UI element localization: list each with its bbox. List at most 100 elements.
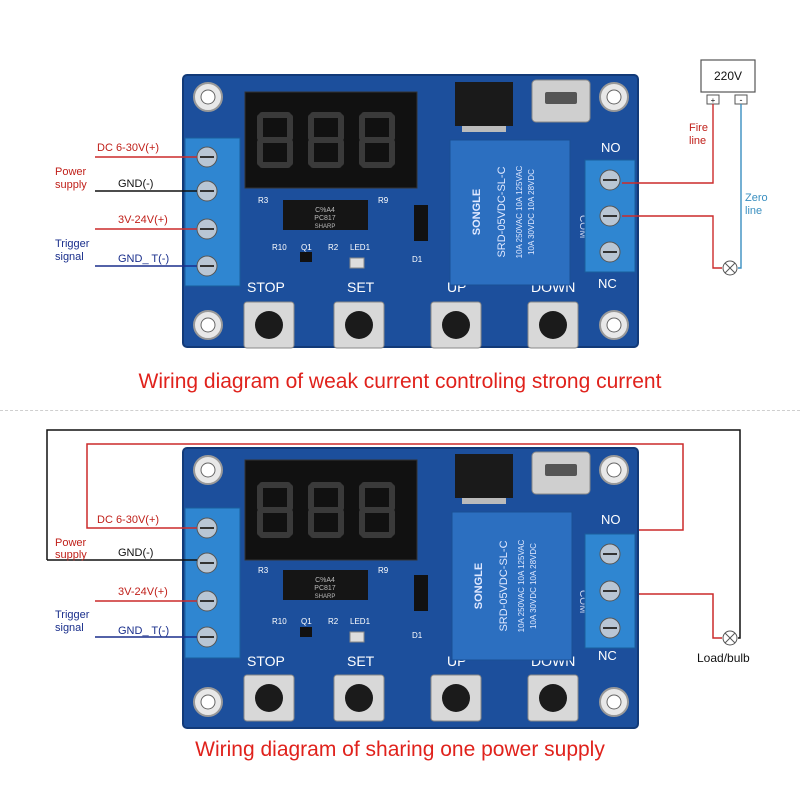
opto-label-2: PC817 bbox=[314, 585, 336, 592]
silk-r9: R9 bbox=[378, 566, 389, 575]
silk-led1: LED1 bbox=[350, 617, 371, 626]
zero-line-label-2: line bbox=[745, 205, 762, 217]
diode bbox=[414, 575, 428, 611]
screw-icon[interactable] bbox=[196, 180, 218, 202]
relay-no-label: NO bbox=[601, 512, 621, 527]
screw-icon[interactable] bbox=[599, 543, 621, 565]
down-button[interactable] bbox=[527, 301, 579, 349]
relay-rating-1: 10A 250VAC 10A 125VAC bbox=[517, 539, 526, 632]
silk-r10: R10 bbox=[272, 617, 287, 626]
input-screw-terminal bbox=[184, 507, 241, 659]
power-supply-label-2: supply bbox=[55, 179, 87, 191]
diagram-shared-power-supply: C%A4 PC817 SHARP R3 R9 R10 Q1 R2 LED1 D1… bbox=[46, 429, 750, 729]
diode bbox=[414, 205, 428, 241]
relay-no-label: NO bbox=[601, 140, 621, 155]
opto-label-1: C%A4 bbox=[315, 577, 335, 584]
relay-brand: SONGLE bbox=[471, 189, 483, 235]
trigger-label-2: signal bbox=[55, 251, 84, 263]
silk-r2: R2 bbox=[328, 617, 339, 626]
up-button[interactable] bbox=[430, 301, 482, 349]
stop-button[interactable] bbox=[243, 301, 295, 349]
screw-icon[interactable] bbox=[599, 205, 621, 227]
input-wires bbox=[95, 156, 197, 267]
relay-model: SRD-05VDC-SL-C bbox=[496, 166, 508, 257]
seven-segment-display bbox=[244, 459, 418, 561]
input-wires bbox=[47, 510, 197, 638]
screw-icon[interactable] bbox=[196, 255, 218, 277]
bulb-icon bbox=[722, 260, 738, 276]
opto-label-3: SHARP bbox=[315, 594, 336, 600]
stop-button[interactable] bbox=[243, 674, 295, 722]
silk-led1: LED1 bbox=[350, 243, 371, 252]
silk-d1: D1 bbox=[412, 255, 423, 264]
screw-icon[interactable] bbox=[599, 169, 621, 191]
silk-r3: R3 bbox=[258, 566, 269, 575]
silk-q1: Q1 bbox=[301, 617, 312, 626]
dc-supply-label: DC 6-30V(+) bbox=[97, 142, 159, 154]
relay-rating-2: 10A 30VDC 10A 28VDC bbox=[529, 543, 538, 629]
zero-line-label-1: Zero bbox=[745, 192, 768, 204]
mains-minus: - bbox=[740, 95, 743, 105]
relay-brand: SONGLE bbox=[473, 563, 485, 609]
transistor-q1 bbox=[300, 627, 312, 637]
seven-segment-display bbox=[244, 91, 418, 189]
micro-usb-port-icon bbox=[531, 451, 591, 495]
silk-d1: D1 bbox=[412, 631, 423, 640]
silk-r9: R9 bbox=[378, 196, 389, 205]
gnd-trigger-label: GND_ T(-) bbox=[118, 625, 169, 637]
screw-icon[interactable] bbox=[196, 146, 218, 168]
set-button[interactable] bbox=[333, 301, 385, 349]
mounting-hole-icon bbox=[193, 82, 223, 112]
screw-icon[interactable] bbox=[196, 517, 218, 539]
optocoupler-chip: C%A4 PC817 SHARP bbox=[283, 200, 368, 230]
relay-com-label: COM bbox=[577, 215, 588, 238]
opto-label-1: C%A4 bbox=[315, 207, 335, 214]
up-button[interactable] bbox=[430, 674, 482, 722]
voltage-regulator bbox=[455, 454, 513, 504]
fire-line-label-2: line bbox=[689, 135, 706, 147]
mains-source: 220V + - bbox=[700, 59, 756, 105]
mounting-hole-icon bbox=[599, 82, 629, 112]
relay-rating-2: 10A 30VDC 10A 28VDC bbox=[527, 169, 536, 255]
gnd-label: GND(-) bbox=[118, 547, 153, 559]
power-supply-label-1: Power bbox=[55, 166, 87, 178]
button-label-set: SET bbox=[347, 653, 375, 669]
button-label-stop: STOP bbox=[247, 653, 285, 669]
mounting-hole-icon bbox=[599, 687, 629, 717]
relay-com-label: COM bbox=[577, 590, 588, 613]
gnd-label: GND(-) bbox=[118, 178, 153, 190]
silk-q1: Q1 bbox=[301, 243, 312, 252]
transistor-q1 bbox=[300, 252, 312, 262]
button-label-stop: STOP bbox=[247, 279, 285, 295]
mounting-hole-icon bbox=[193, 687, 223, 717]
voltage-regulator bbox=[455, 82, 513, 132]
mounting-hole-icon bbox=[599, 310, 629, 340]
screw-icon[interactable] bbox=[196, 626, 218, 648]
trigger-voltage-label: 3V-24V(+) bbox=[118, 214, 168, 226]
pcb-board: C%A4 PC817 SHARP R3 R9 R10 Q1 R2 LED1 D1… bbox=[182, 447, 639, 729]
fire-line-label-1: Fire bbox=[689, 122, 708, 134]
caption-diagram-1: Wiring diagram of weak current controlin… bbox=[138, 370, 662, 393]
shared-supply-wires bbox=[46, 429, 741, 639]
down-button[interactable] bbox=[527, 674, 579, 722]
screw-icon[interactable] bbox=[599, 241, 621, 263]
trigger-label-2: signal bbox=[55, 622, 84, 634]
screw-icon[interactable] bbox=[599, 580, 621, 602]
screw-icon[interactable] bbox=[196, 552, 218, 574]
screw-icon[interactable] bbox=[196, 218, 218, 240]
set-button[interactable] bbox=[333, 674, 385, 722]
relay: SRD-05VDC-SL-C 10A 250VAC 10A 125VAC 10A… bbox=[449, 139, 571, 286]
micro-usb-port-icon bbox=[531, 79, 591, 123]
trigger-voltage-label: 3V-24V(+) bbox=[118, 586, 168, 598]
relay-nc-label: NC bbox=[598, 276, 617, 291]
mains-voltage-label: 220V bbox=[714, 69, 742, 83]
trigger-label-1: Trigger bbox=[55, 609, 90, 621]
pcb-board: C%A4 PC817 SHARP R3 R9 R10 Q1 R2 LED1 D1 bbox=[182, 74, 639, 349]
silk-r2: R2 bbox=[328, 243, 339, 252]
screw-icon[interactable] bbox=[599, 617, 621, 639]
opto-label-3: SHARP bbox=[315, 224, 336, 230]
input-screw-terminal bbox=[184, 137, 241, 287]
mains-wires bbox=[622, 104, 742, 269]
screw-icon[interactable] bbox=[196, 590, 218, 612]
mounting-hole-icon bbox=[193, 455, 223, 485]
